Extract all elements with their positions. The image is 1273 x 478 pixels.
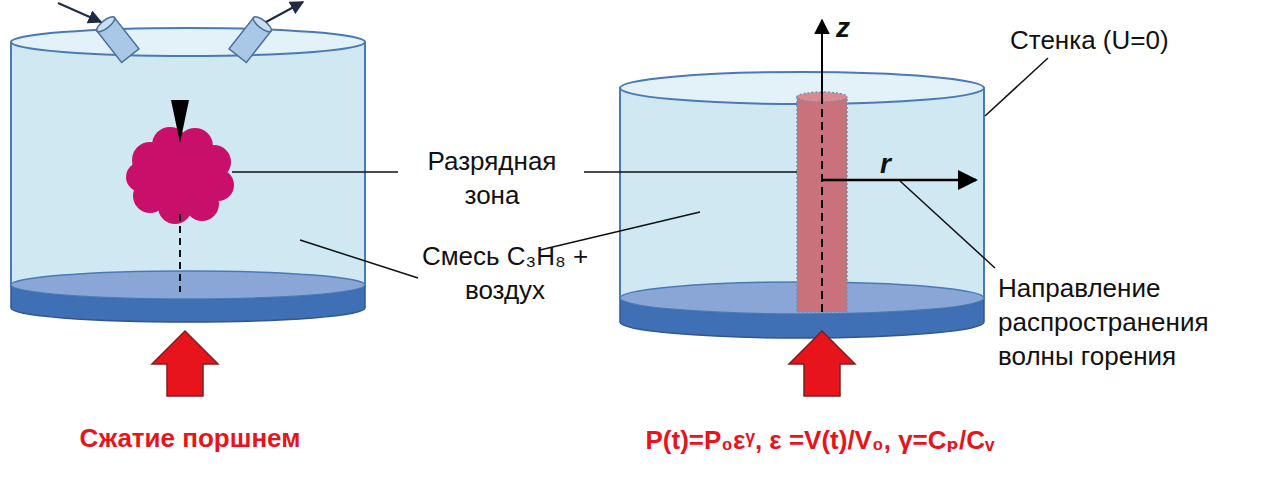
note-label: Направление распространения волны горени…	[998, 272, 1260, 373]
axis-label: r	[880, 146, 891, 182]
z-axis-dashed	[821, 20, 823, 312]
axis-label: z	[836, 10, 850, 46]
part-label: Смесь C₃H₈ + воздух	[420, 240, 590, 308]
r-axis	[822, 179, 976, 182]
part-label: Стенка (U=0)	[1010, 24, 1169, 58]
piston-force-arrow	[152, 331, 218, 396]
z-axis	[821, 20, 823, 100]
caption-label: Сжатие поршнем	[40, 422, 340, 456]
left-cylinder	[11, 28, 365, 322]
gas-in-arrow	[58, 3, 101, 22]
part-label: Разрядная зона	[400, 145, 584, 213]
leader-lines	[232, 58, 1048, 278]
formula-label: P(t)=P₀εᵞ, ε =V(t)/V₀, γ=Cₚ/Cᵥ	[560, 424, 1080, 458]
electrode-tip	[171, 100, 189, 143]
gas-out-arrow	[266, 2, 303, 22]
piston-force-arrow	[789, 331, 855, 396]
right-cylinder	[620, 72, 984, 338]
electrode	[95, 14, 139, 62]
axis-dashed	[179, 214, 181, 292]
